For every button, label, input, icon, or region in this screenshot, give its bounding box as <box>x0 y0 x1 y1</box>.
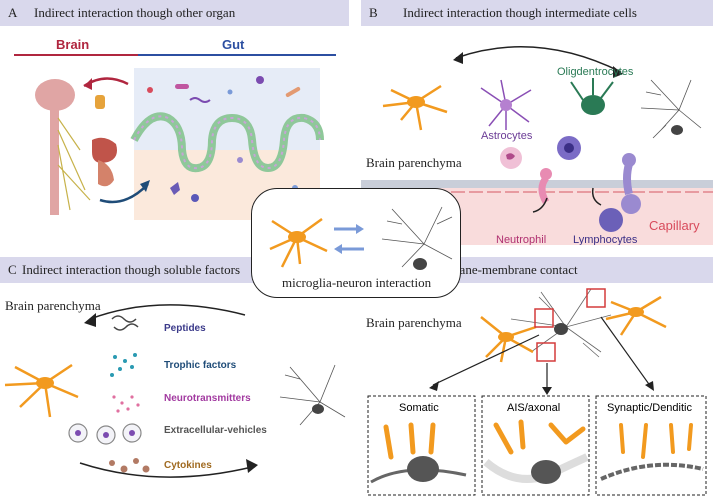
factor-peptides: Peptides <box>164 323 206 334</box>
contact-synaptic-dendritic: Synaptic/Denditic <box>607 402 692 414</box>
panel-b-parenchyma-label: Brain parenchyma <box>366 155 462 170</box>
center-illustration <box>269 206 453 270</box>
oligodendrocytes-label: Oligdentrocytes <box>557 66 634 78</box>
astrocytes-label: Astrocytes <box>481 130 533 142</box>
panel-b-title: Indirect interaction though intermediate… <box>403 5 637 20</box>
center-interaction-box: microglia-neuron interaction <box>251 188 461 298</box>
panel-c-parenchyma-label: Brain parenchyma <box>5 298 101 313</box>
factor-trophic: Trophic factors <box>164 360 237 371</box>
panel-c-illustration <box>4 304 346 478</box>
panel-b-letter: B <box>369 5 378 20</box>
panel-a-header: A Indirect interaction though other orga… <box>0 0 349 26</box>
brain-label: Brain <box>56 37 90 52</box>
contact-somatic: Somatic <box>399 402 439 414</box>
panel-d-parenchyma-label: Brain parenchyma <box>366 315 462 330</box>
capillary-label: Capillary <box>649 218 700 233</box>
neutrophil-label: Neutrophil <box>496 234 547 245</box>
panel-c-title: Indirect interaction though soluble fact… <box>22 262 241 277</box>
factor-cytokines: Cytokines <box>164 460 212 471</box>
center-label: microglia-neuron interaction <box>282 275 432 290</box>
gut-label: Gut <box>222 37 245 52</box>
panel-a-letter: A <box>8 5 18 20</box>
panel-c-letter: C <box>8 262 17 277</box>
panel-a-title: Indirect interaction though other organ <box>34 5 236 20</box>
factor-extracellular-vesicles: Extracellular-vehicles <box>164 425 267 436</box>
panel-a: A Indirect interaction though other orga… <box>0 0 349 245</box>
factor-neurotransmitters: Neurotransmitters <box>164 393 251 404</box>
contact-ais-axonal: AIS/axonal <box>507 402 561 414</box>
panel-b-header: B Indirect interaction though intermedia… <box>361 0 713 26</box>
lymphocytes-label: Lymphocytes <box>573 234 638 245</box>
panel-d-illustration <box>367 288 707 496</box>
panel-c: C Indirect interaction though soluble fa… <box>0 257 349 497</box>
panel-b: B Indirect interaction though intermedia… <box>361 0 713 245</box>
